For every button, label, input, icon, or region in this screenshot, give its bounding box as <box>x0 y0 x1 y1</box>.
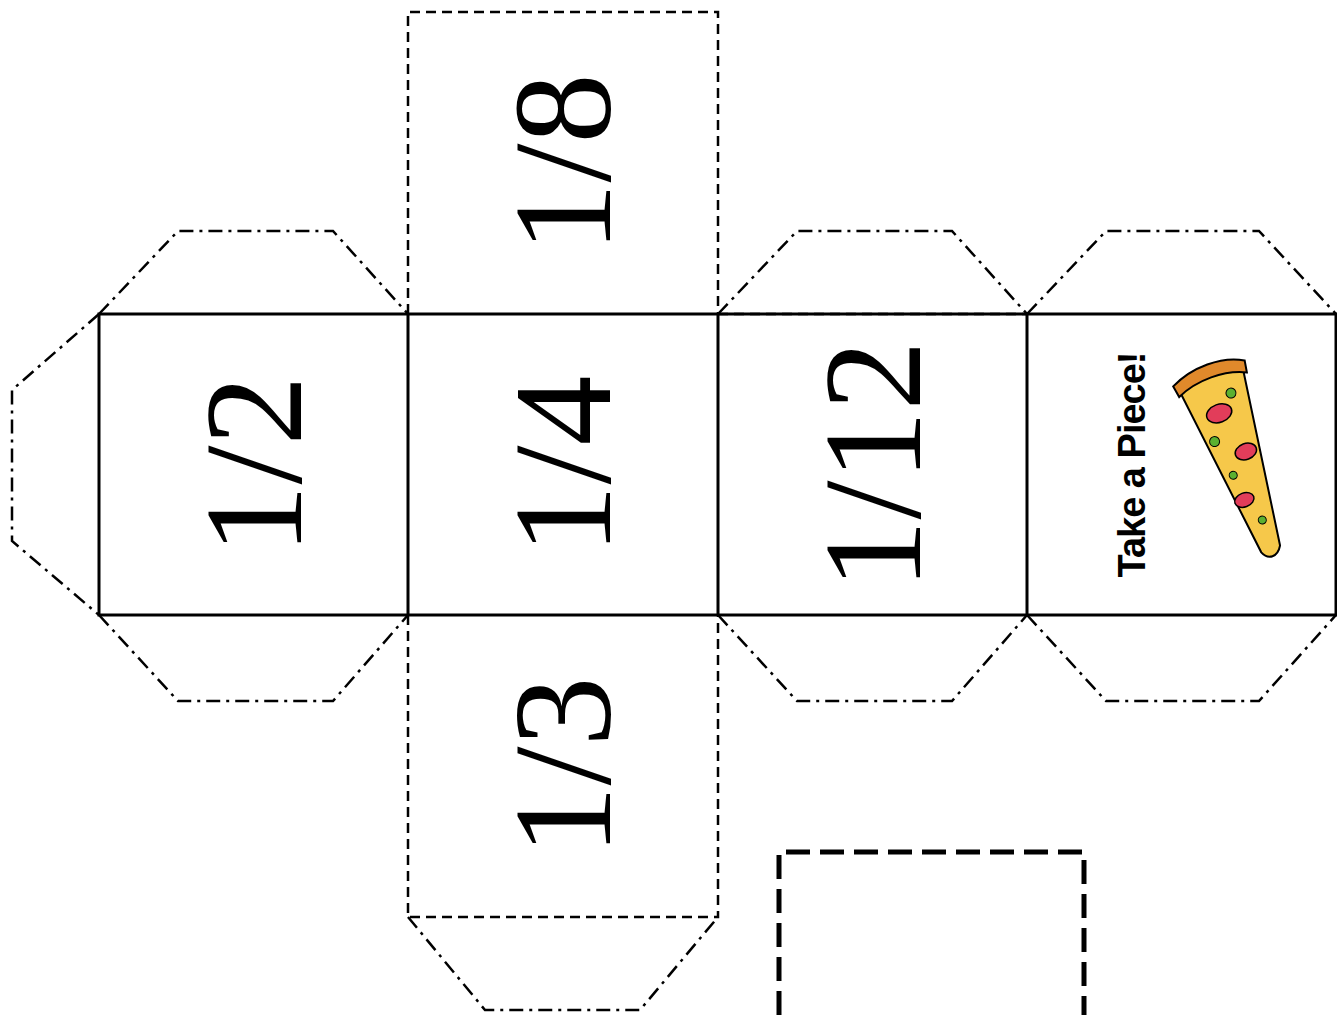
fraction-label: 1/12 <box>803 340 943 589</box>
die-face: 1/12 <box>718 314 1027 615</box>
face-caption: Take a Piece! <box>1113 352 1151 577</box>
fraction-label: 1/3 <box>493 677 633 856</box>
die-face: 1/2 <box>99 314 408 615</box>
fold-lines <box>408 12 1027 917</box>
die-face: 1/3 <box>408 615 718 917</box>
face-outlines <box>99 314 1336 615</box>
die-face: 1/4 <box>408 314 718 615</box>
die-face: 1/8 <box>408 12 718 314</box>
fraction-label: 1/8 <box>493 74 633 253</box>
die-face: Take a Piece! <box>1027 314 1336 615</box>
fraction-label: 1/2 <box>184 375 324 554</box>
pizza-slice <box>1170 352 1311 568</box>
glue-tabs <box>12 231 1336 1010</box>
spare-face-outline <box>779 852 1084 1015</box>
fraction-label: 1/4 <box>493 375 633 554</box>
